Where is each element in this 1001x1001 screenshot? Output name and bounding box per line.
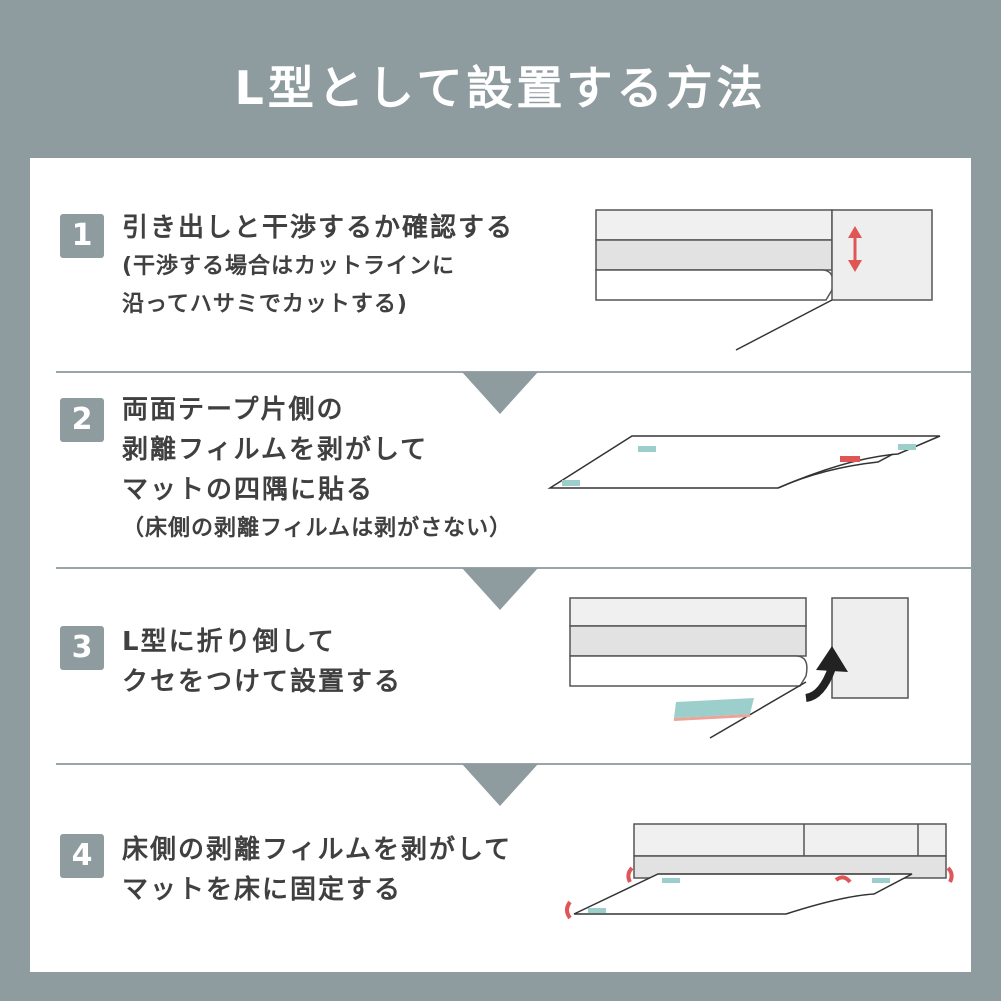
- step-2-line-2: 剥離フィルムを剥がして: [122, 435, 429, 465]
- instruction-panel: 1 引き出しと干渉するか確認する (干渉する場合はカットラインに 沿ってハサミで…: [30, 158, 972, 972]
- step-1-line-3: 沿ってハサミでカットする): [122, 292, 408, 317]
- step-2-line-3: マットの四隅に貼る: [122, 475, 375, 505]
- step-number-1: 1: [60, 214, 104, 258]
- drawer-gap-icon: [595, 209, 933, 351]
- step-number-4: 4: [60, 834, 104, 878]
- step-number-3: 3: [60, 626, 104, 670]
- fix-mat-icon: [565, 823, 954, 920]
- step-2-line-1: 両面テープ片側の: [122, 395, 345, 425]
- step-3-line-1: L型に折り倒して: [122, 627, 336, 657]
- step-1-text: 引き出しと干渉するか確認する (干渉する場合はカットラインに 沿ってハサミでカッ…: [122, 208, 514, 324]
- step-2-text: 両面テープ片側の 剥離フィルムを剥がして マットの四隅に貼る （床側の剥離フィル…: [122, 390, 512, 548]
- down-arrow-1: [462, 372, 538, 414]
- fold-mat-icon: [569, 597, 909, 739]
- step-1-line-1: 引き出しと干渉するか確認する: [122, 213, 515, 243]
- step-3-text: L型に折り倒して クセをつけて設置する: [122, 622, 402, 702]
- step-4-text: 床側の剥離フィルムを剥がして マットを床に固定する: [122, 830, 512, 910]
- step-3-line-2: クセをつけて設置する: [122, 667, 403, 697]
- step-4-line-1: 床側の剥離フィルムを剥がして: [122, 835, 513, 865]
- step-number-2: 2: [60, 398, 104, 442]
- down-arrow-3: [462, 764, 538, 806]
- down-arrow-2: [462, 568, 538, 610]
- mat-tape-icon: [547, 435, 941, 489]
- step-1-line-2: (干渉する場合はカットラインに: [122, 254, 456, 279]
- step-2-line-4: （床側の剥離フィルムは剥がさない）: [122, 516, 513, 541]
- step-4-line-2: マットを床に固定する: [122, 875, 403, 905]
- page-title: L型として設置する方法: [234, 61, 767, 115]
